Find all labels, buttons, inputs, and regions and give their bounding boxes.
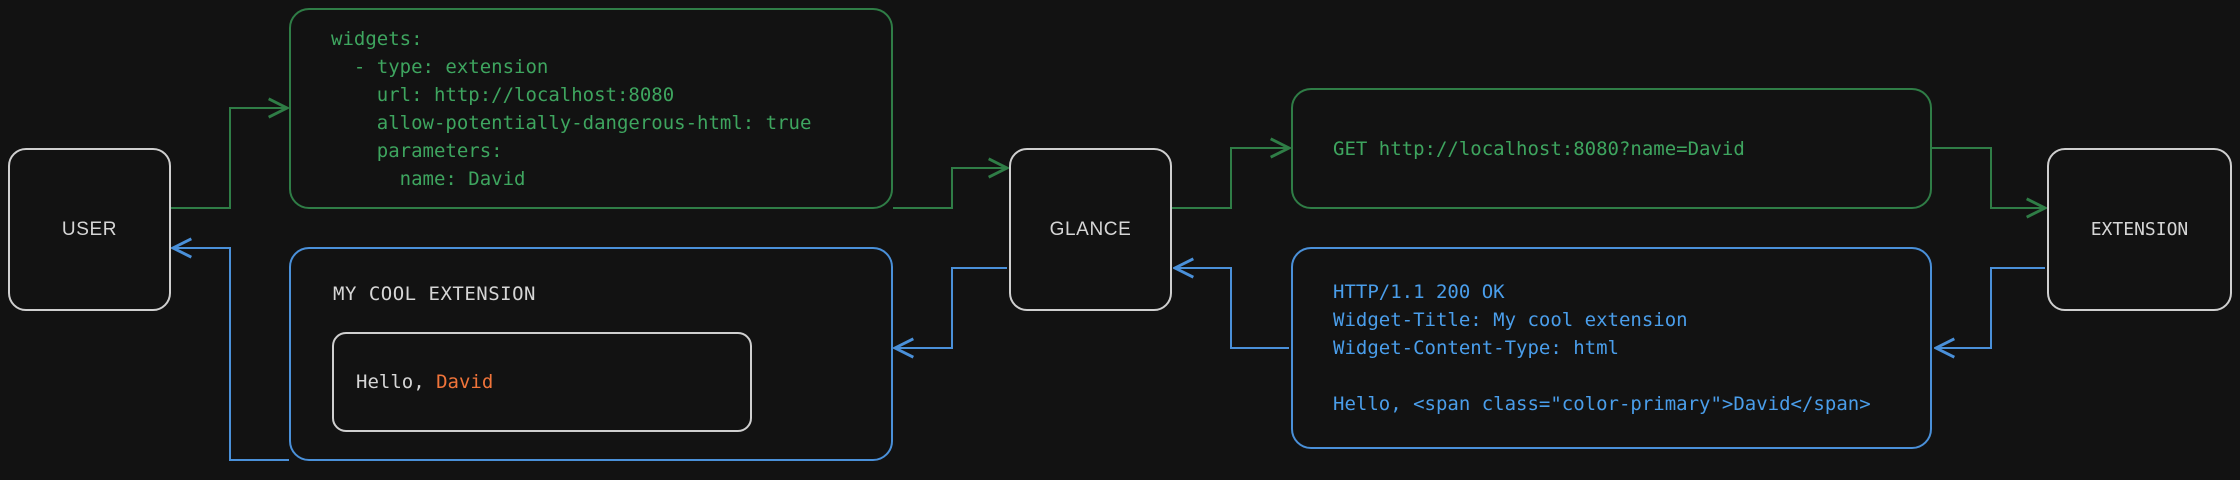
rendered-widget-body: Hello, David	[334, 371, 493, 393]
edge-request-to-extension	[1932, 147, 2045, 208]
edge-extension-to-response	[1936, 267, 2045, 348]
node-user[interactable]: USER	[8, 148, 171, 311]
panel-http-request: GET http://localhost:8080?name=David	[1291, 88, 1932, 209]
http-request-text: GET http://localhost:8080?name=David	[1333, 137, 1745, 160]
panel-config-yaml: widgets: - type: extension url: http://l…	[289, 8, 893, 209]
edge-config-to-glance	[893, 168, 1007, 209]
panel-rendered-widget: MY COOL EXTENSION Hello, David	[289, 247, 893, 461]
http-response-text: HTTP/1.1 200 OK Widget-Title: My cool ex…	[1333, 281, 1871, 415]
rendered-widget-greeting: Hello,	[356, 371, 437, 393]
node-glance[interactable]: GLANCE	[1009, 148, 1172, 311]
node-glance-label: GLANCE	[1049, 218, 1132, 240]
edge-response-to-glance	[1175, 268, 1289, 349]
node-extension-label: EXTENSION	[2090, 219, 2189, 240]
panel-http-response: HTTP/1.1 200 OK Widget-Title: My cool ex…	[1291, 247, 1932, 449]
config-yaml-text: widgets: - type: extension url: http://l…	[331, 27, 812, 190]
rendered-widget-title: MY COOL EXTENSION	[333, 283, 536, 305]
edge-user-to-config	[170, 108, 287, 209]
rendered-widget-card: Hello, David	[332, 332, 752, 432]
node-user-label: USER	[61, 218, 118, 240]
rendered-widget-name: David	[436, 371, 494, 393]
node-extension[interactable]: EXTENSION	[2047, 148, 2232, 311]
edge-glance-to-request	[1172, 148, 1289, 209]
edge-widget-to-user	[173, 248, 289, 461]
edge-glance-to-widget	[895, 267, 1007, 348]
